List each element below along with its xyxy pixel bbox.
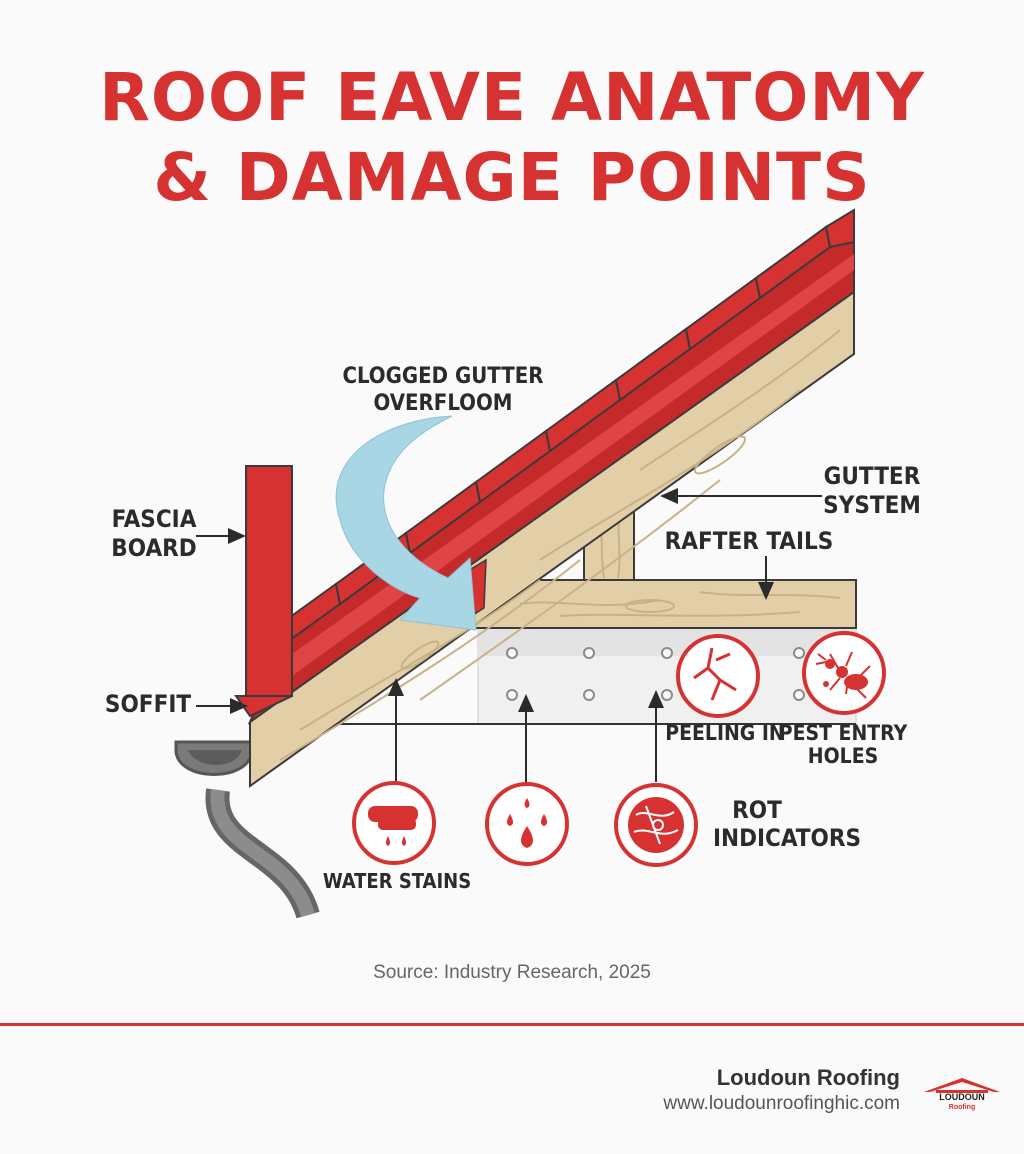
- title-line-2: & DAMAGE POINTS: [153, 139, 871, 216]
- label-clogged-gutter-2: OVERFLOOM: [373, 391, 512, 416]
- divider: [0, 1023, 1024, 1026]
- footer-brand: Loudoun Roofing www.loudounroofinghic.co…: [663, 1064, 900, 1116]
- logo-subtext: Roofing: [949, 1104, 975, 1111]
- title-line-1: ROOF EAVE ANATOMY: [99, 59, 925, 136]
- company-url[interactable]: www.loudounroofinghic.com: [663, 1093, 900, 1114]
- label-rafter-tails: RAFTER TAILS: [665, 527, 834, 555]
- label-pest-2: HOLES: [808, 744, 878, 768]
- pest-insect-icon: [802, 631, 886, 715]
- page-title: ROOF EAVE ANATOMY & DAMAGE POINTS: [0, 58, 1024, 218]
- cracked-peeling-icon: [676, 634, 760, 718]
- label-rot-2: INDICATORS: [713, 824, 861, 852]
- label-gutter-system-1: GUTTER: [824, 462, 921, 490]
- leader-lines: [196, 488, 822, 782]
- label-water-stains: WATER STAINS: [323, 869, 471, 893]
- water-drops-icon: [485, 782, 569, 866]
- label-pest-1: PEST ENTRY: [779, 721, 908, 745]
- soffit-panel: [250, 627, 857, 725]
- overflow-arrow: [335, 415, 477, 631]
- water-stain-icon: [352, 781, 436, 865]
- label-gutter-system-2: SYSTEM: [823, 491, 921, 519]
- label-soffit: SOFFIT: [105, 690, 191, 718]
- label-clogged-gutter-1: CLOGGED GUTTER: [342, 364, 543, 389]
- rot-wood-icon: [614, 783, 698, 867]
- downspout: [174, 740, 320, 919]
- label-rot-1: ROT: [732, 796, 782, 824]
- fascia-board: [234, 465, 293, 718]
- label-peeling: PEELING IN: [665, 721, 784, 745]
- company-logo: LOUDOUN Roofing: [924, 1078, 1000, 1111]
- company-name: Loudoun Roofing: [716, 1065, 900, 1090]
- label-fascia-2: BOARD: [111, 534, 196, 562]
- label-fascia-1: FASCIA: [112, 505, 197, 533]
- logo-text: LOUDOUN: [939, 1092, 985, 1102]
- source-note: Source: Industry Research, 2025: [373, 962, 651, 983]
